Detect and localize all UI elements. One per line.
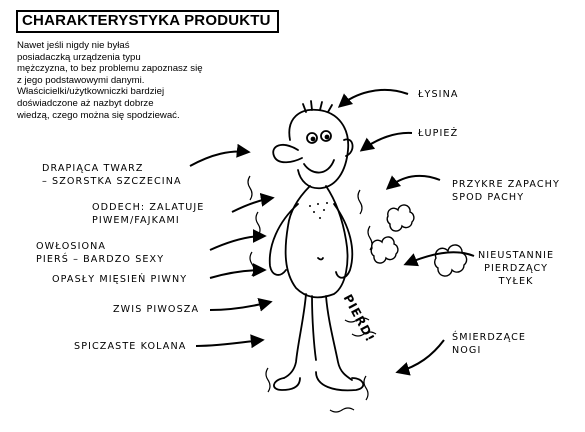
label-line: DRAPIĄCA TWARZ bbox=[42, 163, 144, 174]
label-lysina: ŁYSINA bbox=[418, 89, 459, 100]
label-lupiez: ŁUPIEŻ bbox=[418, 128, 459, 139]
label-line: NOGI bbox=[452, 345, 482, 356]
label-line: PRZYKRE ZAPACHY bbox=[452, 179, 560, 190]
label-zapachy: PRZYKRE ZAPACHY SPOD PACHY bbox=[452, 178, 560, 204]
label-line: PIWEM/FAJKAMI bbox=[92, 215, 180, 226]
eye bbox=[320, 130, 332, 142]
chest-hair bbox=[309, 202, 328, 219]
hair-tuft bbox=[302, 100, 333, 113]
right-leg bbox=[325, 295, 353, 381]
label-line: NIEUSTANNIE bbox=[478, 250, 555, 261]
arrow-oddech bbox=[231, 192, 275, 213]
label-line: ŚMIERDZĄCE bbox=[452, 332, 527, 343]
label-line: SPOD PACHY bbox=[452, 192, 525, 203]
head-outline bbox=[288, 108, 350, 190]
arrow-pierdzacy bbox=[403, 251, 475, 267]
intro-line: mężczyzna, to bez problemu zapoznasz się bbox=[17, 63, 203, 75]
intro-line: posiadaczką urządzenia typu bbox=[17, 51, 141, 63]
label-kolana: SPICZASTE KOLANA bbox=[74, 341, 187, 352]
right-arm bbox=[333, 203, 354, 279]
arrow-miesien bbox=[209, 263, 267, 279]
stink-lines bbox=[247, 175, 377, 413]
ear bbox=[343, 138, 354, 157]
arrow-zwis bbox=[209, 297, 273, 312]
intro-paragraph: Nawet jeśli nigdy nie byłaś posiadaczką … bbox=[17, 40, 257, 121]
right-foot bbox=[315, 371, 365, 392]
label-piers: OWŁOSIONA PIERŚ – BARDZO SEXY bbox=[36, 240, 164, 266]
eye bbox=[306, 132, 318, 144]
arrow-twarz bbox=[189, 143, 251, 167]
arrow-nogi bbox=[395, 339, 445, 376]
intro-line: Nawet jeśli nigdy nie byłaś bbox=[17, 40, 130, 51]
mouth bbox=[303, 159, 335, 174]
intro-line: Właścicielki/użytkowniczki bardziej bbox=[17, 86, 165, 98]
arrow-piers bbox=[209, 229, 267, 251]
nose bbox=[272, 143, 303, 164]
left-foot bbox=[273, 377, 301, 391]
label-line: PIERDZĄCY bbox=[484, 263, 549, 274]
intro-line: doświadczone aż nazbyt dobrze bbox=[17, 97, 154, 109]
label-line: TYŁEK bbox=[498, 276, 534, 287]
label-line: ODDECH: ZALATUJE bbox=[92, 202, 205, 213]
label-line: PIERŚ – BARDZO SEXY bbox=[36, 254, 165, 265]
arrow-zapachy bbox=[385, 174, 441, 190]
label-miesien: OPASŁY MIĘSIEŃ PIWNY bbox=[52, 274, 188, 285]
label-line: OWŁOSIONA bbox=[36, 241, 107, 252]
left-leg bbox=[283, 293, 307, 379]
label-zwis: ZWIS PIWOSZA bbox=[113, 304, 200, 315]
label-twarz: DRAPIĄCA TWARZ – SZORSTKA SZCZECINA bbox=[42, 162, 182, 188]
label-nogi: ŚMIERDZĄCE NOGI bbox=[452, 331, 526, 357]
intro-line: wiedzą, czego można się spodziewać. bbox=[17, 109, 180, 121]
arrow-lysina bbox=[337, 89, 409, 108]
intro-line: z jego podstawowymi danymi. bbox=[17, 74, 145, 86]
label-line: – SZORSTKA SZCZECINA bbox=[42, 176, 182, 187]
left-arm bbox=[268, 203, 299, 276]
label-oddech: ODDECH: ZALATUJE PIWEM/FAJKAMI bbox=[92, 201, 204, 227]
page-title: CHARAKTERYSTYKA PRODUKTU bbox=[16, 10, 279, 33]
arrow-lupiez bbox=[359, 131, 413, 152]
label-pierdzacy: NIEUSTANNIE PIERDZĄCY TYŁEK bbox=[478, 249, 554, 288]
fart-cloud bbox=[370, 204, 468, 277]
arrow-kolana bbox=[195, 334, 265, 349]
body-outline bbox=[284, 185, 349, 299]
